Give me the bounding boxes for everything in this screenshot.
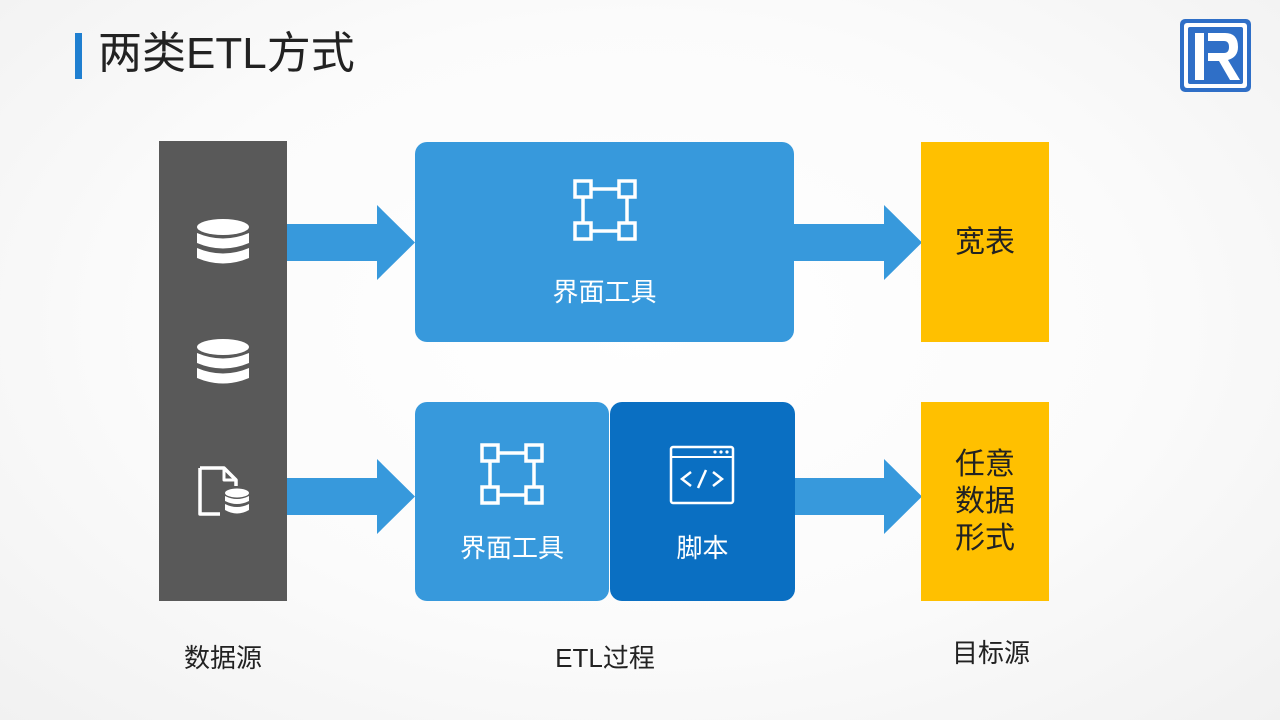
etl-process-label: ETL过程 <box>555 643 655 673</box>
code-window-icon <box>669 445 735 505</box>
slide-title: 两类ETL方式 <box>98 29 355 78</box>
data-source-column <box>159 141 287 601</box>
target-any-format-line: 任意 <box>955 448 1015 481</box>
target-wide-table: 宽表 <box>921 142 1049 342</box>
database-icon <box>197 339 249 384</box>
arrow-top-process-to-target <box>794 205 922 280</box>
arrow-source-to-top-process <box>287 205 415 280</box>
target-any-format-line: 形式 <box>955 522 1015 555</box>
target-any-format-line: 数据 <box>955 485 1015 518</box>
ui-tool-label-top: 界面工具 <box>552 277 657 307</box>
script-box <box>610 402 795 601</box>
arrow-bottom-process-to-target <box>794 459 922 534</box>
target-any-format: 任意 数据 形式 <box>921 402 1049 601</box>
title-accent-bar <box>75 33 82 79</box>
database-icon <box>197 219 249 264</box>
data-source-label: 数据源 <box>183 643 262 673</box>
ui-tool-label-bottom: 界面工具 <box>459 533 564 563</box>
file-database-icon <box>198 466 249 516</box>
ui-tool-box-top <box>415 142 794 342</box>
workflow-icon <box>480 443 544 505</box>
arrow-source-to-bottom-process <box>287 459 415 534</box>
target-wide-table-text: 宽表 <box>955 226 1015 259</box>
brand-logo-icon <box>1180 19 1251 92</box>
script-label: 脚本 <box>676 533 729 563</box>
ui-tool-box-bottom <box>415 402 609 601</box>
target-source-label: 目标源 <box>951 638 1030 668</box>
workflow-icon <box>573 179 637 241</box>
